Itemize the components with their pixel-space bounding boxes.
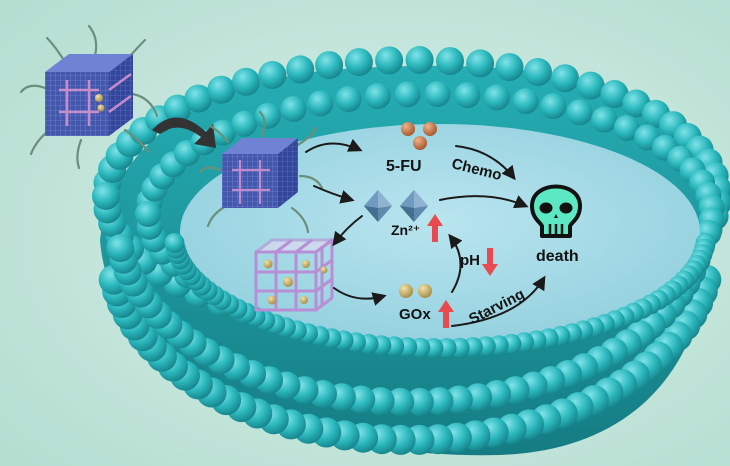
- lipid-head: [207, 75, 236, 104]
- process-arrows: [305, 138, 546, 327]
- lipid-head: [523, 58, 552, 86]
- lipid-head: [92, 182, 120, 210]
- nanocube-icon: [19, 24, 159, 170]
- lipid-head: [495, 53, 524, 82]
- ph-decrease-arrow: [482, 248, 498, 276]
- lipid-head: [436, 47, 464, 76]
- lipid-head: [591, 106, 618, 133]
- label-zn: Zn²⁺: [391, 222, 421, 238]
- lipid-head: [315, 51, 344, 80]
- gox-increase-arrow: [438, 300, 454, 328]
- lipid-head: [231, 110, 258, 137]
- lipid-head: [254, 102, 281, 129]
- label-5fu: 5-FU: [386, 158, 422, 175]
- label-gox: GOx: [399, 306, 431, 323]
- arrow-zn-to-death: [439, 195, 529, 209]
- lipid-head: [344, 48, 373, 77]
- lipid-head: [483, 84, 510, 111]
- curved-entry-arrow-icon: [152, 117, 216, 148]
- lipid-head: [551, 64, 579, 93]
- lipid-head: [424, 81, 451, 107]
- arrow-nanocube-to-zn: [313, 185, 355, 204]
- lipid-head: [164, 233, 185, 253]
- lipid-head: [466, 49, 495, 78]
- internalized-nanocube-icon: [198, 110, 324, 234]
- skull-icon: [530, 184, 582, 238]
- arrow-chemo: [455, 145, 516, 181]
- label-death: death: [536, 248, 579, 265]
- octahedron-crystal-icon: [364, 190, 428, 222]
- lipid-head: [135, 201, 161, 227]
- lipid-head: [540, 93, 567, 120]
- label-ph: pH: [460, 252, 480, 269]
- lipid-head: [232, 67, 260, 96]
- lipid-head: [184, 84, 213, 113]
- lipid-head: [405, 387, 434, 416]
- lipid-head: [106, 234, 135, 263]
- arrow-zn-to-cage: [332, 215, 363, 247]
- lipid-head: [375, 46, 404, 75]
- lipid-head: [335, 86, 362, 113]
- lipid-head: [286, 55, 315, 84]
- lipid-head: [600, 80, 629, 108]
- lipid-head: [576, 71, 605, 100]
- lipid-head: [280, 96, 307, 122]
- lipid-head: [163, 94, 192, 123]
- lipid-head: [454, 82, 481, 109]
- lipid-head: [307, 90, 334, 117]
- lipid-head: [386, 387, 415, 416]
- membrane-inner-heads: [164, 233, 716, 358]
- lipid-head: [364, 83, 391, 110]
- porous-cage-icon: [254, 238, 334, 312]
- arrow-starving: [451, 275, 546, 327]
- arrow-nanocube-to-5fu: [305, 138, 363, 153]
- lipid-head: [209, 119, 236, 146]
- gox-molecules: [399, 284, 432, 298]
- lipid-head: [405, 46, 434, 74]
- lipid-head: [613, 115, 640, 141]
- lipid-head: [566, 99, 593, 126]
- arrow-cage-to-gox: [333, 287, 387, 306]
- lipid-head: [512, 88, 539, 115]
- zn-increase-arrow: [427, 214, 443, 242]
- five-fu-molecules: [401, 122, 437, 150]
- lipid-head: [394, 81, 421, 108]
- membrane-outer-heads: [92, 46, 730, 455]
- lipid-bilayer-membrane: [92, 46, 730, 456]
- lipid-head: [258, 61, 287, 89]
- lipid-head: [425, 387, 454, 416]
- arrow-ph-loop: [448, 233, 463, 293]
